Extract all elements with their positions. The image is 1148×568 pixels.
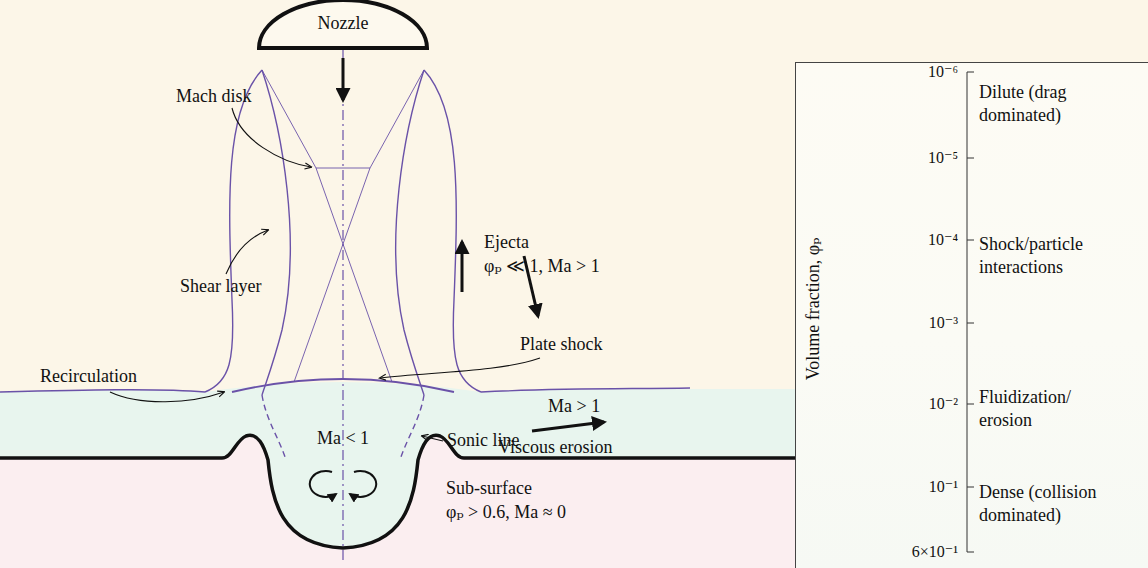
annotation-label: Sub-surface xyxy=(446,478,532,500)
annotation-label: Viscous erosion xyxy=(498,437,612,459)
ejecta-arrow xyxy=(461,242,464,292)
leader-line xyxy=(380,358,540,378)
axis-tick-label: 10⁻¹ xyxy=(929,477,958,496)
shear-layer xyxy=(396,70,424,395)
axis-tick-label: 10⁻² xyxy=(929,394,958,413)
annotation-label: Recirculation xyxy=(40,366,137,388)
axis-tick xyxy=(967,240,974,241)
recirculation-arrow xyxy=(310,471,336,497)
regime-label: Fluidization/ erosion xyxy=(979,386,1089,431)
regime-label: Dense (collision dominated) xyxy=(979,481,1129,526)
annotation-label: Ma > 1 xyxy=(548,396,600,418)
reflected-shock xyxy=(294,168,370,382)
leader-line xyxy=(110,392,224,402)
scale-panel-ground xyxy=(795,62,1148,568)
annotation-label: Mach disk xyxy=(176,86,252,108)
axis-tick xyxy=(967,323,974,324)
axis-tick-label: 6×10⁻¹ xyxy=(912,542,958,561)
subsurface-region xyxy=(0,435,800,568)
nozzle-label: Nozzle xyxy=(318,12,369,35)
crater-surface xyxy=(0,435,800,548)
axis-tick-label: 10⁻⁴ xyxy=(928,230,958,249)
axis-tick-label: 10⁻⁵ xyxy=(928,148,958,167)
axis-tick xyxy=(967,404,974,405)
annotation-label: Ejecta xyxy=(484,232,529,254)
flow-arrows xyxy=(310,58,604,497)
scale-panel: Volume fraction, φₚ Dilute (drag dominate… xyxy=(795,62,1148,568)
volume-fraction-axis xyxy=(967,72,974,552)
ground-flow-line xyxy=(0,390,205,392)
axis-line xyxy=(967,72,968,552)
axis-tick xyxy=(967,158,974,159)
jet-arrow xyxy=(342,58,345,100)
axis-tick xyxy=(967,552,974,553)
axis-tick-label: 10⁻⁶ xyxy=(928,62,958,81)
fluidized-region xyxy=(0,382,800,568)
nozzle-shape: Nozzle xyxy=(257,0,429,50)
leader-line xyxy=(232,108,311,167)
leader-line xyxy=(422,436,443,441)
leader-lines xyxy=(110,108,540,441)
shear-layer xyxy=(262,70,290,395)
reflected-shock xyxy=(316,168,392,382)
regime-label: Shock/particle interactions xyxy=(979,233,1099,278)
jet-boundary xyxy=(424,70,481,392)
centerline xyxy=(342,50,343,560)
axis-tick xyxy=(967,487,974,488)
axis-tick xyxy=(967,72,974,73)
annotation-label: φₚ ≪ 1, Ma > 1 xyxy=(484,256,600,278)
jet-boundary xyxy=(205,70,262,392)
axis-title: Volume fraction, φₚ xyxy=(802,238,825,381)
jet-structure xyxy=(0,70,690,395)
leader-line xyxy=(226,230,268,274)
erosion-arrow xyxy=(532,422,604,431)
recirculation-arrow xyxy=(350,471,376,497)
annotation-label: Shear layer xyxy=(180,276,261,298)
regime-label: Dilute (drag dominated) xyxy=(979,81,1129,126)
ground-flow-line xyxy=(481,388,690,392)
annotation-label: Plate shock xyxy=(520,334,603,356)
nozzle-outline xyxy=(259,0,427,48)
axis-tick-label: 10⁻³ xyxy=(929,313,958,332)
annotation-label: φₚ > 0.6, Ma ≈ 0 xyxy=(446,502,566,524)
annotation-label: Ma < 1 xyxy=(317,428,369,450)
